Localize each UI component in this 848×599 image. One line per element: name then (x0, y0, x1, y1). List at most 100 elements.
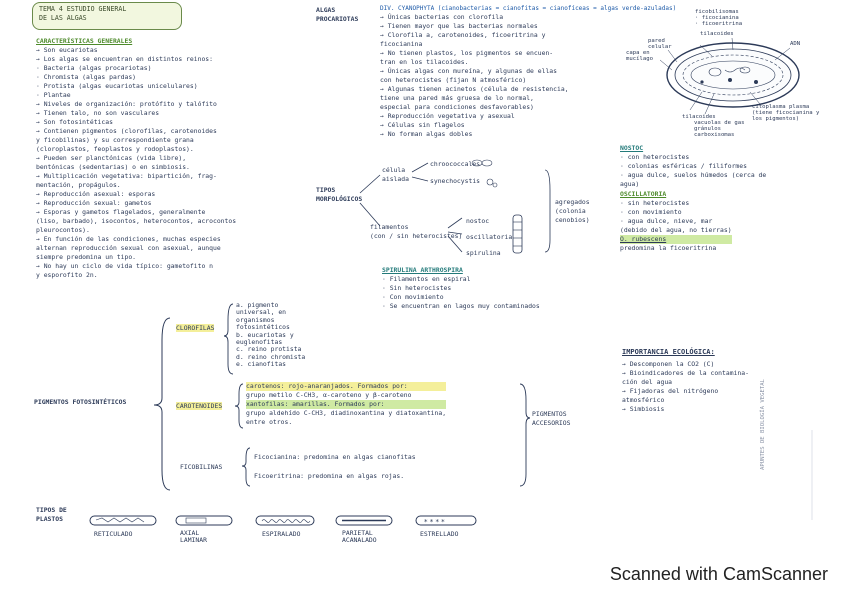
list-line: · Bacteria (algas procariotas) (36, 64, 152, 72)
title-line-2: DE LAS ALGAS (39, 14, 87, 22)
pigmentos-accesorios: PIGMENTOS ACCESORIOS (532, 410, 570, 428)
list-line: → No forman algas dobles (380, 130, 473, 138)
tipo-filamento: filamentos(con / sin heterocistes) (370, 223, 463, 240)
list-line: → No tienen plastos, los pigmentos se en… (380, 49, 554, 57)
list-line: → Multiplicación vegetativa: bipartición… (36, 172, 217, 180)
list-line: → Niveles de organización: protófito y t… (36, 100, 217, 108)
cyanophyta-heading: DIV. CYANOPHYTA (cianobacterias = cianof… (380, 5, 677, 12)
page-title-box: TEMA 4 ESTUDIO GENERAL DE LAS ALGAS (32, 2, 182, 30)
filament-sketch (512, 214, 523, 254)
ficobilinas-brace (241, 447, 251, 487)
list-line: · Filamentos en espiral (382, 275, 471, 283)
plastos-label-1: TIPOS DE (36, 506, 67, 514)
plasto-axial: AXIAL LAMINAR (180, 529, 207, 544)
nostoc-section: NOSTOC · con heterocistes· colonias esfé… (620, 144, 766, 189)
list-line: a. pigmento (236, 301, 279, 309)
carotenoides-list: carotenos: rojo-anaranjados. Formados po… (246, 382, 447, 427)
list-line: → Tienen talo, no son vasculares (36, 109, 160, 117)
cyanophyta-section: DIV. CYANOPHYTA (cianobacterias = cianof… (380, 4, 676, 139)
list-line: → Reproducción vegetativa y asexual (380, 112, 515, 120)
list-line: → Reproducción asexual: esporas (36, 190, 156, 198)
clorofilas-label: CLOROFILAS (176, 324, 215, 332)
nostoc-list: · con heterocistes· colonias esféricas /… (620, 153, 766, 189)
tipos-morfologicos-label: TIPOS MORFOLÓGICOS (316, 186, 362, 204)
list-line: → Son fotosintéticas (36, 118, 113, 126)
ficobilinas-list: Ficocianina: predomina en algas cianofit… (254, 448, 416, 486)
cyanobacteria-cell-diagram (659, 37, 800, 115)
plasto-reticulado: RETICULADO (94, 530, 133, 538)
cell-label-pared: pared celular (648, 38, 672, 50)
caracteristicas-list: → Son eucariotas→ Los algas se encuentra… (36, 46, 236, 280)
list-line: c. reino protista (236, 345, 302, 354)
plastos-label-2: PLASTOS (36, 515, 63, 523)
list-line: (cloroplastos, feoplastos y rodoplastos)… (36, 145, 194, 153)
list-line: predomina la ficoeritrina (620, 244, 717, 252)
list-line: · sin heterocistes (620, 199, 690, 207)
list-line: · Chromista (algas pardas) (36, 73, 137, 81)
importancia-heading: IMPORTANCIA ECOLÓGICA: (622, 348, 715, 356)
list-line: · Protista (algas eucariotas unicelulare… (36, 82, 198, 90)
list-line: pleurocontos). (36, 226, 90, 234)
camscanner-watermark: Scanned with CamScanner (609, 564, 828, 584)
list-line: mentación, propágulos. (36, 181, 121, 189)
list-line: grupo aldehído C-CH3, diadinoxantina y d… (246, 409, 447, 417)
cell-label-ficobilisomas: ficobilisomas· ficocianina· ficoeritrina (695, 9, 743, 27)
list-line: con heterocistes (fijan N atmosférico) (380, 76, 527, 84)
list-line: siempre predomina un tipo. (36, 253, 137, 261)
cell-label-tilacoides: tilacoides (700, 31, 734, 37)
list-line: · con movimiento (620, 208, 682, 216)
tipos-label-2: MORFOLÓGICOS (316, 195, 363, 203)
list-line: carotenos: rojo-anaranjados. Formados po… (246, 382, 447, 391)
list-line: agua) (620, 180, 640, 188)
list-line: → Son eucariotas (36, 46, 98, 54)
list-line: y ficobilinas) y su correspondiente gran… (36, 136, 194, 144)
list-line: ficocianina (380, 40, 423, 48)
list-line: bentónicas (sedentarias) o en simbiosis. (36, 163, 190, 171)
list-line: → Fijadoras del nitrógeno (622, 387, 719, 395)
cell-label-tilacoides-2: tilacoides (682, 114, 716, 120)
caracteristicas-heading: CARACTERÍSTICAS GENERALES (36, 37, 133, 45)
ficobilinas-label: FICOBILINAS (180, 463, 223, 471)
plasto-estrellado: ESTRELLADO (420, 530, 459, 538)
list-line: → Clorofila a, carotenoides, ficoeritrin… (380, 31, 546, 39)
list-line: · Con movimiento (382, 293, 444, 301)
list-line: b. eucariotas y (236, 330, 294, 339)
plastos-label: TIPOS DE PLASTOS (36, 506, 67, 524)
list-line: O. rubescens (620, 235, 732, 244)
tipos-label-1: TIPOS (316, 186, 336, 194)
cell-label-adn: ADN (790, 41, 801, 47)
cell-label-capa: capa en mucílago (626, 50, 653, 62)
scan-footer: Scanned with CamScanner (0, 545, 848, 599)
drawing-layer: * * * * (89, 37, 813, 526)
list-line: · Se encuentran en lagos muy contaminado… (382, 302, 540, 310)
plastos-drawings: * * * * (89, 515, 477, 526)
list-line: Ficocianina: predomina en algas cianofit… (254, 453, 416, 461)
list-line: · colonias esféricas / filiformes (620, 162, 747, 170)
list-line: → Células sin flagelos (380, 121, 465, 129)
oscillatoria-section: OSCILLATORIA · sin heterocistes· con mov… (620, 190, 732, 253)
list-line: → Reproducción sexual: gametos (36, 199, 152, 207)
list-line: → Los algas se encuentran en distintos r… (36, 55, 213, 63)
oscillatoria-heading: OSCILLATORIA (620, 190, 667, 198)
carotenoides-brace (234, 383, 244, 429)
list-line: → Pueden ser planctónicas (vida libre), (36, 154, 187, 162)
list-line: → Bioindicadores de la contamina- (622, 369, 749, 377)
list-line: · agua dulce, nieve, mar (620, 217, 713, 225)
list-line: euglenofitas (236, 338, 283, 347)
accesorios-line-2: ACCESORIOS (532, 419, 571, 427)
cyanophyta-list: → Únicas bacterias con clorofila→ Tienen… (380, 13, 676, 139)
list-line: → No hay un ciclo de vida típico: gameto… (36, 262, 213, 270)
list-line: grupo metilo C-CH3, α-caroteno y β-carot… (246, 391, 412, 399)
nostoc-heading: NOSTOC (620, 144, 644, 152)
list-line: → Esporas y gametos flagelados, generalm… (36, 208, 206, 216)
algas-label-2: PROCARIOTAS (316, 15, 359, 23)
carotenoides-label: CAROTENOIDES (176, 402, 223, 410)
list-line: fotosintéticos (236, 323, 290, 332)
list-line: · agua dulce, suelos húmedos (cerca de (620, 171, 767, 179)
spirulina-heading: SPIRULINA ARTHROSPIRA (382, 266, 463, 274)
